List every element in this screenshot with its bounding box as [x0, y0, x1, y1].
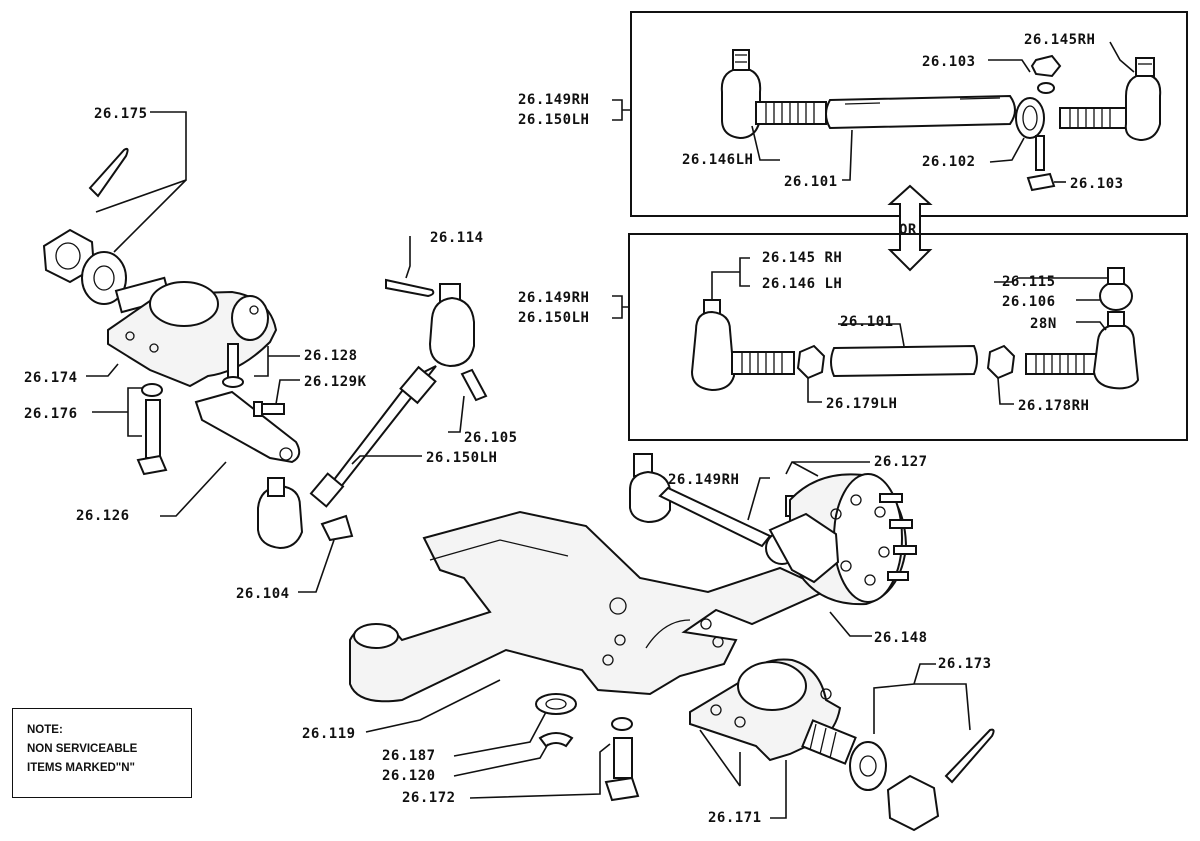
front-crossmember	[349, 510, 831, 703]
label-26-150lh-bottom: 26.150LH	[518, 310, 589, 326]
or-label: OR	[899, 222, 917, 238]
label-26-101-top: 26.101	[784, 174, 838, 190]
label-26-148: 26.148	[874, 630, 928, 646]
label-26-120: 26.120	[382, 768, 436, 784]
label-26-104: 26.104	[236, 586, 290, 602]
label-26-149rh-center: 26.149RH	[668, 472, 739, 488]
label-26-173: 26.173	[938, 656, 992, 672]
label-26-103-b: 26.103	[1070, 176, 1124, 192]
or-double-arrow: OR	[887, 184, 933, 272]
label-26-146lh-top: 26.146LH	[682, 152, 753, 168]
label-26-179lh: 26.179LH	[826, 396, 897, 412]
note-line-items-marked: ITEMS MARKED"N"	[27, 762, 136, 774]
label-26-102: 26.102	[922, 154, 976, 170]
centre-tie-rod	[257, 278, 488, 550]
label-26-129k: 26.129K	[304, 374, 367, 390]
label-26-105: 26.105	[464, 430, 518, 446]
label-26-146lh-bottom: 26.146 LH	[762, 276, 842, 292]
note-box: NOTE: NON SERVICEABLE ITEMS MARKED"N"	[12, 708, 192, 798]
right-tie-rod-and-hub	[629, 453, 917, 606]
label-26-127: 26.127	[874, 454, 928, 470]
label-26-149rh-bottom: 26.149RH	[518, 290, 589, 306]
label-26-115: 26.115	[1002, 274, 1056, 290]
note-line-non-serviceable: NON SERVICEABLE	[27, 743, 138, 755]
label-26-150lh-top: 26.150LH	[518, 112, 589, 128]
label-26-178rh: 26.178RH	[1018, 398, 1089, 414]
label-26-172: 26.172	[402, 790, 456, 806]
label-26-145rh-bottom: 26.145 RH	[762, 250, 842, 266]
inset-box-bottom	[628, 233, 1188, 441]
label-26-101-bottom: 26.101	[840, 314, 894, 330]
label-26-187: 26.187	[382, 748, 436, 764]
note-title: NOTE:	[27, 724, 63, 736]
label-26-176: 26.176	[24, 406, 78, 422]
label-26-119: 26.119	[302, 726, 356, 742]
label-26-126: 26.126	[76, 508, 130, 524]
label-26-150lh-center: 26.150LH	[426, 450, 497, 466]
label-28n: 28N	[1030, 316, 1057, 332]
tie-rod-assembly-bottom	[690, 267, 1140, 392]
pivot-bracket-assembly	[535, 658, 995, 832]
label-26-128: 26.128	[304, 348, 358, 364]
label-26-114: 26.114	[430, 230, 484, 246]
label-26-175: 26.175	[94, 106, 148, 122]
label-26-103-a: 26.103	[922, 54, 976, 70]
idler-arm-assembly	[42, 147, 301, 476]
label-26-171: 26.171	[708, 810, 762, 826]
tie-rod-assembly-top	[720, 49, 1162, 192]
label-26-174: 26.174	[24, 370, 78, 386]
label-26-149rh-top: 26.149RH	[518, 92, 589, 108]
label-26-145rh-top: 26.145RH	[1024, 32, 1095, 48]
label-26-106: 26.106	[1002, 294, 1056, 310]
